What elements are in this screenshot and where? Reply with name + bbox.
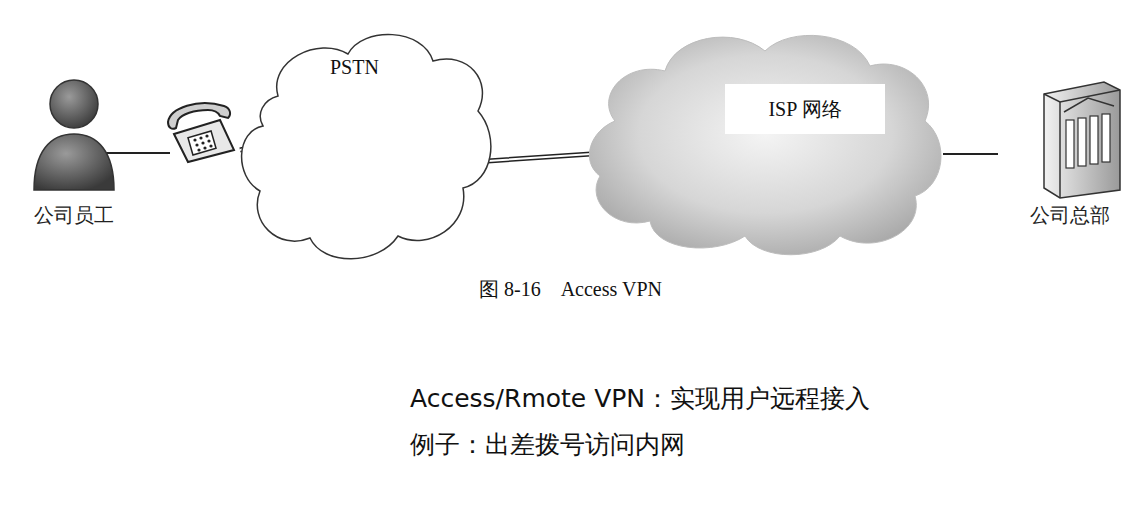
node-label: ISP 网络 <box>725 84 885 134</box>
note-text: 例子：出差拨号访问内网 <box>410 428 685 461</box>
pstn-cloud: PSTN <box>238 16 496 274</box>
node-label: PSTN <box>330 56 379 79</box>
isp-cloud: ISP 网络 <box>585 26 947 258</box>
connector-stroke <box>943 153 998 155</box>
isp-cloud-outline <box>585 26 947 258</box>
node-label: 公司员工 <box>12 202 136 229</box>
node-label: 公司总部 <box>998 202 1140 229</box>
person-node: 公司员工 <box>12 72 136 237</box>
pstn-cloud-outline <box>238 16 496 274</box>
figure-caption: 图 8-16 Access VPN <box>479 276 662 303</box>
telephone-icon <box>168 103 234 162</box>
note-text: Access/Rmote VPN：实现用户远程接入 <box>410 382 870 415</box>
connector-line <box>943 154 998 155</box>
building-node: 公司总部 <box>998 72 1140 237</box>
